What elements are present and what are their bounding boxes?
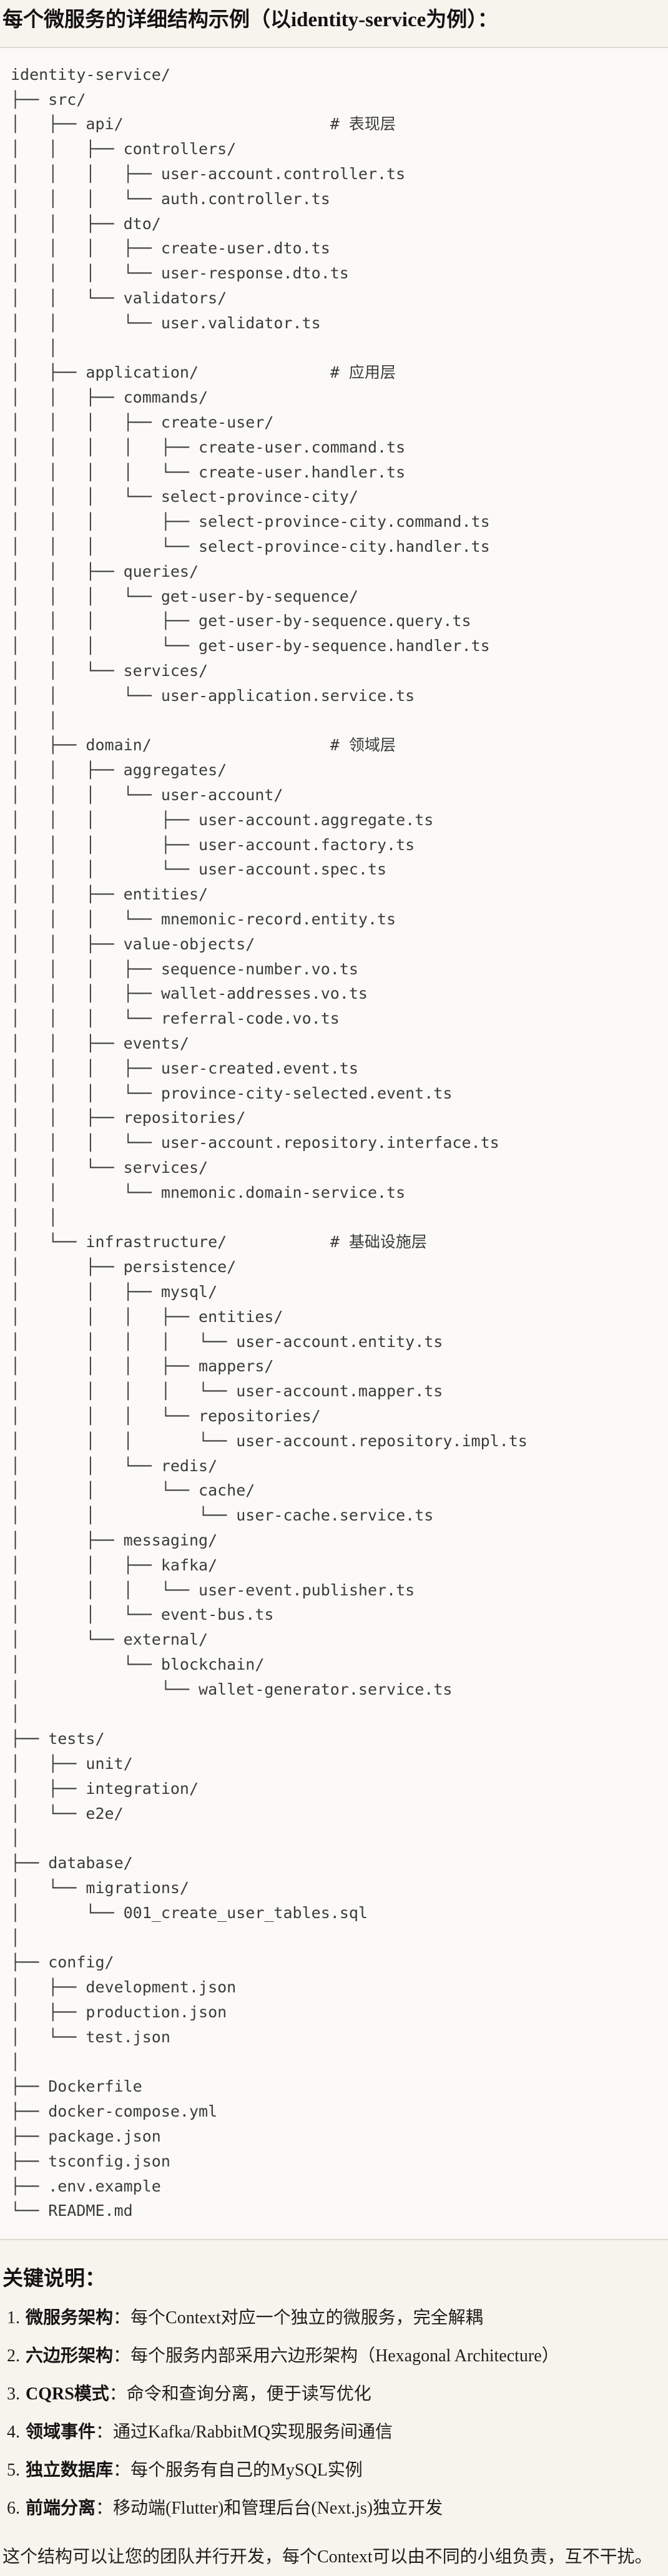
note-item-cqrs: 3. CQRS模式：命令和查询分离，便于读写优化 xyxy=(7,2382,662,2407)
note-text: ：每个Context对应一个独立的微服务，完全解耦 xyxy=(113,2308,483,2328)
note-item-hexagonal: 2. 六边形架构：每个服务内部采用六边形架构（Hexagonal Architec… xyxy=(7,2344,662,2369)
note-text: ：命令和查询分离，便于读写优化 xyxy=(109,2384,371,2404)
note-text: ：每个服务内部采用六边形架构（Hexagonal Architecture） xyxy=(113,2346,559,2366)
note-item-frontend: 6. 前端分离：移动端(Flutter)和管理后台(Next.js)独立开发 xyxy=(7,2496,662,2521)
note-item-domain-events: 4. 领域事件：通过Kafka/RabbitMQ实现服务间通信 xyxy=(7,2420,662,2445)
closing-paragraph: 这个结构可以让您的团队并行开发，每个Context可以由不同的小组负责，互不干扰… xyxy=(2,2547,652,2567)
note-number: 3. xyxy=(7,2384,20,2404)
note-term: 独立数据库 xyxy=(26,2460,114,2480)
note-term: 领域事件 xyxy=(26,2422,96,2442)
page-title: 每个微服务的详细结构示例（以identity-service为例）： xyxy=(2,9,498,31)
directory-tree: identity-service/ ├── src/ │ ├── api/ # … xyxy=(11,65,528,2220)
notes-section: 关键说明： 1. 微服务架构：每个Context对应一个独立的微服务，完全解耦 2… xyxy=(0,2265,668,2576)
note-text: ：通过Kafka/RabbitMQ实现服务间通信 xyxy=(96,2422,393,2442)
note-number: 2. xyxy=(7,2346,20,2366)
note-term: 微服务架构 xyxy=(26,2308,114,2328)
note-item-database: 5. 独立数据库：每个服务有自己的MySQL实例 xyxy=(7,2458,662,2483)
note-number: 1. xyxy=(7,2308,20,2328)
notes-list: 1. 微服务架构：每个Context对应一个独立的微服务，完全解耦 2. 六边形架构… xyxy=(2,2306,662,2521)
note-text: ：移动端(Flutter)和管理后台(Next.js)独立开发 xyxy=(96,2498,443,2518)
note-term: 六边形架构 xyxy=(26,2346,114,2366)
note-term: CQRS模式 xyxy=(26,2384,109,2404)
note-number: 6. xyxy=(7,2498,20,2518)
notes-heading: 关键说明： xyxy=(2,2268,106,2291)
note-number: 4. xyxy=(7,2422,20,2442)
note-item-microservice: 1. 微服务架构：每个Context对应一个独立的微服务，完全解耦 xyxy=(7,2306,662,2331)
note-number: 5. xyxy=(7,2460,20,2480)
code-block: identity-service/ ├── src/ │ ├── api/ # … xyxy=(0,46,668,2241)
note-term: 前端分离 xyxy=(26,2498,96,2518)
note-text: ：每个服务有自己的MySQL实例 xyxy=(113,2460,363,2480)
